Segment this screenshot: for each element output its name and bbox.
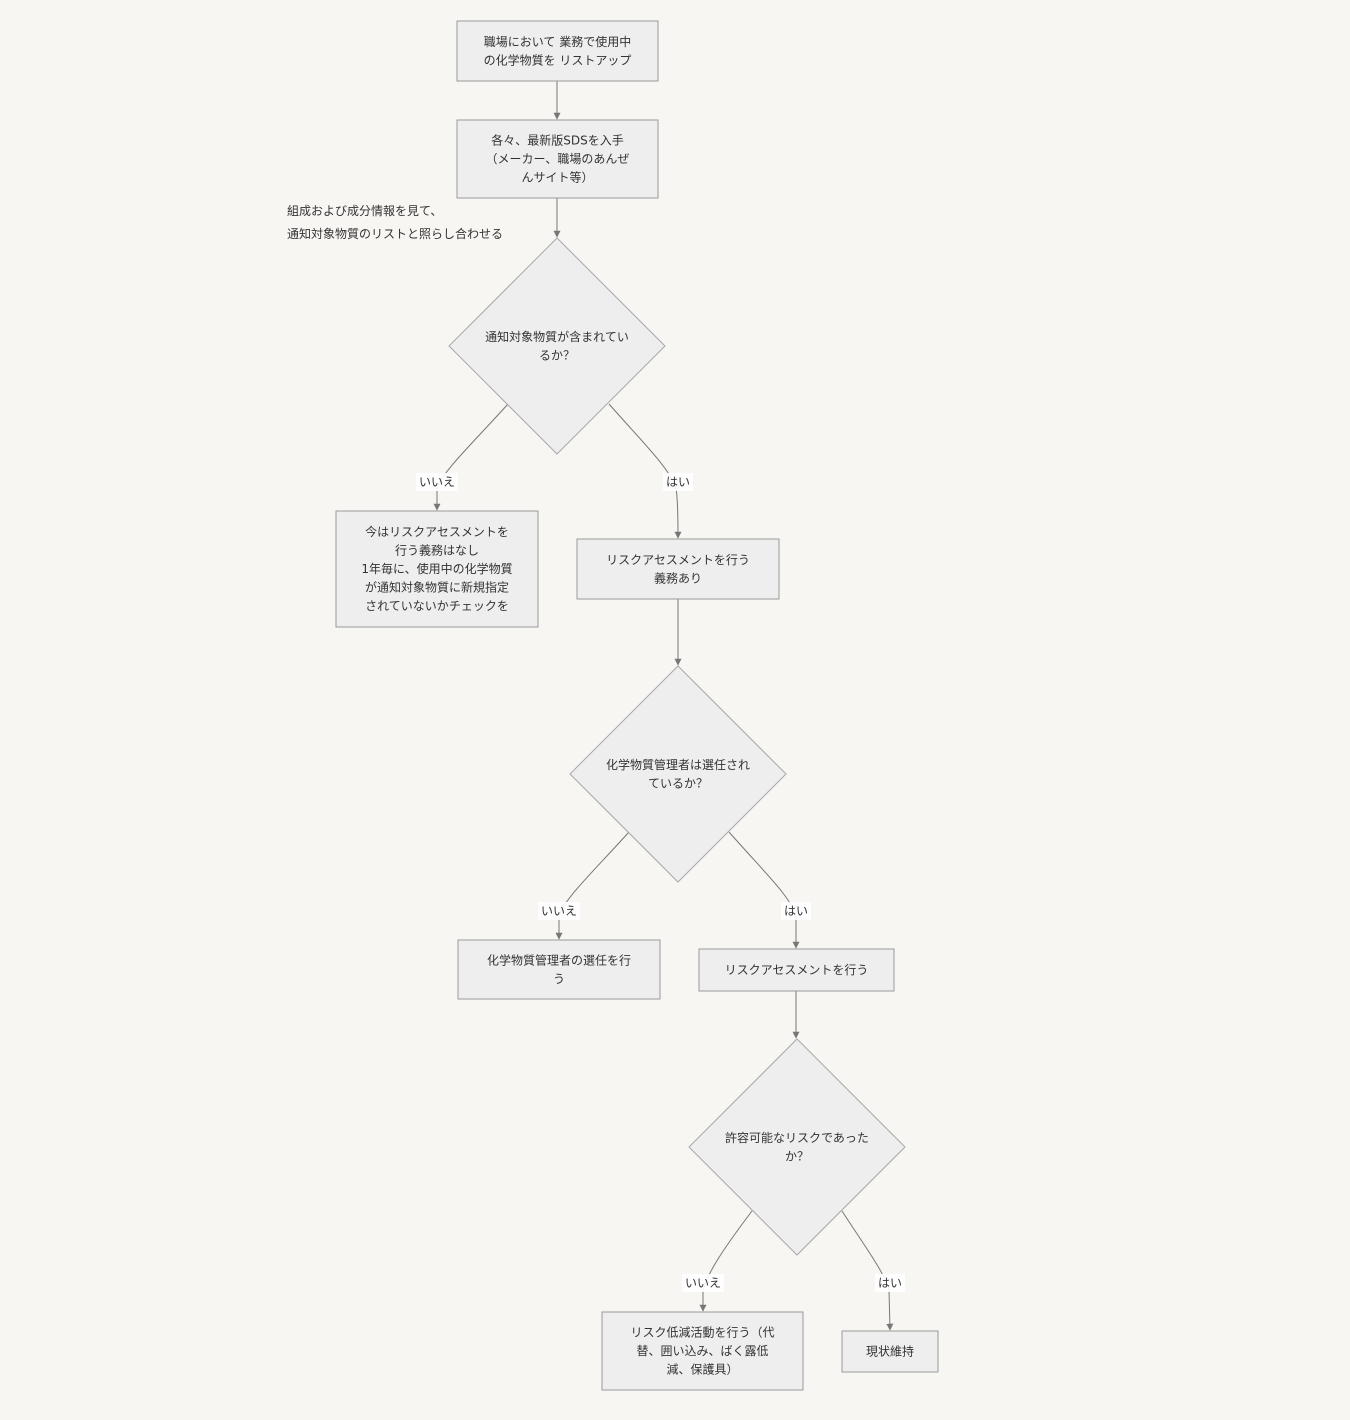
- list-chemicals-box: [456, 20, 659, 82]
- reduce-risk-line-1: リスク低減活動を行う（代: [630, 1325, 774, 1340]
- decision-risk-line-1: 許容可能なリスクであった: [725, 1130, 869, 1145]
- edge-label-target-yes-bg: [663, 473, 693, 491]
- maintain-box: [841, 1330, 939, 1373]
- do-assessment-box: [698, 948, 895, 992]
- appoint-manager-box: [457, 939, 661, 1000]
- edge-label-target-yes: はい: [663, 473, 693, 491]
- get-sds-line-1: 各々、最新版SDSを入手: [491, 133, 623, 148]
- obligation-line-2: 義務あり: [654, 570, 702, 585]
- decision-manager-line-2: ているか？: [648, 776, 708, 790]
- edge-label-risk-no-text: いいえ: [685, 1276, 721, 1290]
- edge-label-target-yes-text: はい: [666, 475, 690, 489]
- edge-manager-yes: [728, 831, 800, 949]
- edge-label-manager-yes: はい: [781, 902, 811, 920]
- decision-manager-diamond: [569, 665, 787, 883]
- obligation-line-1: リスクアセスメントを行う: [606, 553, 750, 567]
- appoint-manager-line-1: 化学物質管理者の選任を行: [487, 952, 631, 967]
- edge-target-no: [433, 403, 509, 511]
- list-chemicals-line-2: の化学物質を リストアップ: [484, 52, 632, 67]
- decision-target-diamond: [448, 237, 666, 455]
- edge-risk-no: [699, 1210, 753, 1312]
- edge-label-risk-no-bg: [682, 1274, 724, 1292]
- edge-risk-yes: [841, 1210, 894, 1331]
- no-obligation-box: [335, 510, 539, 628]
- appoint-manager-line-2: う: [553, 972, 565, 986]
- annotation-compare-list: 組成および成分情報を見て、通知対象物質のリストと照らし合わせる: [287, 204, 503, 241]
- no-obligation-line-4: が通知対象物質に新規指定: [365, 580, 509, 595]
- edge-label-risk-yes: はい: [875, 1274, 905, 1292]
- edge-manager-no: [555, 831, 630, 940]
- edge-label-manager-yes-bg: [781, 902, 811, 920]
- get-sds-box: [456, 119, 659, 199]
- maintain-line-1: 現状維持: [866, 1344, 914, 1359]
- get-sds-line-2: （メーカー、職場のあんぜ: [486, 152, 630, 166]
- edge-label-manager-no-text: いいえ: [541, 904, 577, 918]
- reduce-risk-line-3: 減、保護具）: [666, 1362, 738, 1377]
- reduce-risk-box: [601, 1311, 804, 1391]
- no-obligation-line-1: 今はリスクアセスメントを: [365, 524, 509, 539]
- edge-target-yes: [608, 403, 682, 539]
- edge-label-risk-yes-text: はい: [878, 1276, 902, 1290]
- decision-target-line-1: 通知対象物質が含まれてい: [485, 329, 629, 344]
- no-obligation-line-5: されていないかチェックを: [365, 599, 509, 613]
- decision-risk-diamond: [688, 1038, 906, 1256]
- edge-label-manager-no-bg: [538, 902, 580, 920]
- reduce-risk-line-2: 替、囲い込み、ばく露低: [636, 1344, 768, 1358]
- node-maintain: 現状維持: [841, 1330, 939, 1373]
- edge-label-manager-no: いいえ: [538, 902, 580, 920]
- decision-risk-line-2: か？: [785, 1149, 809, 1163]
- edge-label-manager-yes-text: はい: [784, 904, 808, 918]
- decision-manager-line-1: 化学物質管理者は選任され: [606, 757, 750, 772]
- no-obligation-line-2: 行う義務はなし: [395, 543, 479, 558]
- get-sds-line-3: んサイト等）: [521, 171, 593, 185]
- node-do-assessment: リスクアセスメントを行う: [698, 948, 895, 992]
- edge-label-target-no: いいえ: [416, 473, 458, 491]
- edge-label-risk-no: いいえ: [682, 1274, 724, 1292]
- obligation-box: [576, 538, 780, 600]
- annotation-line-2: 通知対象物質のリストと照らし合わせる: [287, 226, 503, 241]
- no-obligation-line-3: 1年毎に、使用中の化学物質: [361, 561, 512, 576]
- annotation-line-1: 組成および成分情報を見て、: [287, 204, 442, 218]
- edge-label-risk-yes-bg: [875, 1274, 905, 1292]
- list-chemicals-line-1: 職場において 業務で使用中: [484, 34, 631, 49]
- do-assessment-line-1: リスクアセスメントを行う: [725, 963, 869, 977]
- edge-label-target-no-text: いいえ: [419, 475, 455, 489]
- edge-label-target-no-bg: [416, 473, 458, 491]
- decision-target-line-2: るか？: [539, 348, 575, 362]
